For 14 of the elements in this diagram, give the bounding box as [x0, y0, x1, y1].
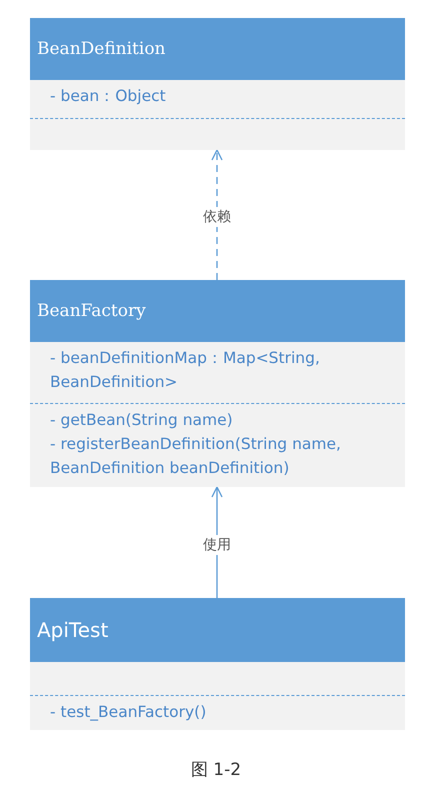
edge-label: 依赖 [201, 207, 233, 227]
class-name: ApiTest [37, 618, 108, 642]
caption: 图 1-2 [190, 760, 242, 780]
class-box [30, 598, 405, 730]
method-text: - test_BeanFactory() [50, 702, 208, 723]
attribute-text: - beanDefinitionMap：Map<String, BeanDefinition> [50, 348, 321, 393]
class-name: BeanDefinition [37, 39, 166, 59]
class-name: BeanFactory [37, 301, 146, 321]
dashed-arrow [211, 149, 223, 280]
class-box [30, 280, 405, 487]
attribute-text: - bean：Object [50, 86, 167, 107]
method-text: - registerBeanDefinition(String name, BeanDefinition beanDefinition) [50, 434, 342, 479]
method-text: - getBean(String name) [50, 410, 234, 431]
class-box [30, 18, 405, 150]
